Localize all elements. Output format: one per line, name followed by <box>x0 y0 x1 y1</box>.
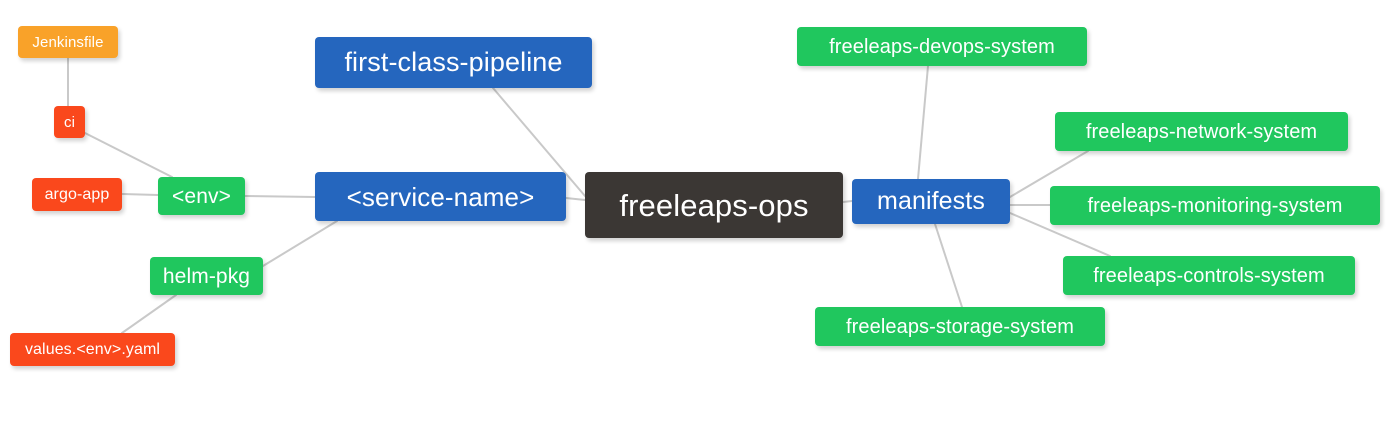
edge-env-to-argo-app <box>121 193 159 196</box>
node-label-first-class-pipeline: first-class-pipeline <box>344 47 563 77</box>
edge-manifests-to-freeleaps-storage-system <box>934 223 963 308</box>
node-argo-app[interactable]: argo-app <box>32 178 122 211</box>
edge-freeleaps-ops-to-service-name <box>565 197 586 201</box>
node-freeleaps-ops[interactable]: freeleaps-ops <box>585 172 843 238</box>
node-label-freeleaps-network-system: freeleaps-network-system <box>1085 120 1318 143</box>
node-label-ci: ci <box>63 113 76 131</box>
edge-service-name-to-env <box>244 195 316 198</box>
node-label-manifests: manifests <box>877 187 985 215</box>
node-label-freeleaps-storage-system: freeleaps-storage-system <box>845 315 1075 338</box>
node-ci[interactable]: ci <box>54 106 85 138</box>
node-first-class-pipeline[interactable]: first-class-pipeline <box>315 37 592 88</box>
node-service-name[interactable]: <service-name> <box>315 172 566 221</box>
node-label-service-name: <service-name> <box>346 181 535 212</box>
node-label-values-env-yaml: values.<env>.yaml <box>24 340 161 358</box>
node-jenkinsfile[interactable]: Jenkinsfile <box>18 26 118 58</box>
node-freeleaps-monitoring-system[interactable]: freeleaps-monitoring-system <box>1050 186 1380 225</box>
node-freeleaps-storage-system[interactable]: freeleaps-storage-system <box>815 307 1105 346</box>
node-manifests[interactable]: manifests <box>852 179 1010 224</box>
edge-helm-pkg-to-values-env-yaml <box>121 294 177 334</box>
node-label-argo-app: argo-app <box>44 185 110 203</box>
node-label-helm-pkg: helm-pkg <box>162 264 251 288</box>
node-label-env: <env> <box>172 184 231 208</box>
node-env[interactable]: <env> <box>158 177 245 215</box>
node-label-freeleaps-monitoring-system: freeleaps-monitoring-system <box>1087 194 1343 217</box>
edge-freeleaps-ops-to-manifests <box>842 200 853 203</box>
edge-env-to-ci <box>84 132 173 178</box>
node-helm-pkg[interactable]: helm-pkg <box>150 257 263 295</box>
node-values-env-yaml[interactable]: values.<env>.yaml <box>10 333 175 366</box>
node-freeleaps-controls-system[interactable]: freeleaps-controls-system <box>1063 256 1355 295</box>
node-label-jenkinsfile: Jenkinsfile <box>32 33 104 51</box>
node-freeleaps-network-system[interactable]: freeleaps-network-system <box>1055 112 1348 151</box>
node-label-freeleaps-devops-system: freeleaps-devops-system <box>829 35 1055 58</box>
edge-manifests-to-freeleaps-devops-system <box>917 65 929 180</box>
node-label-freeleaps-controls-system: freeleaps-controls-system <box>1093 264 1325 287</box>
node-freeleaps-devops-system[interactable]: freeleaps-devops-system <box>797 27 1087 66</box>
edge-service-name-to-helm-pkg <box>262 220 338 267</box>
node-label-freeleaps-ops: freeleaps-ops <box>619 187 809 223</box>
